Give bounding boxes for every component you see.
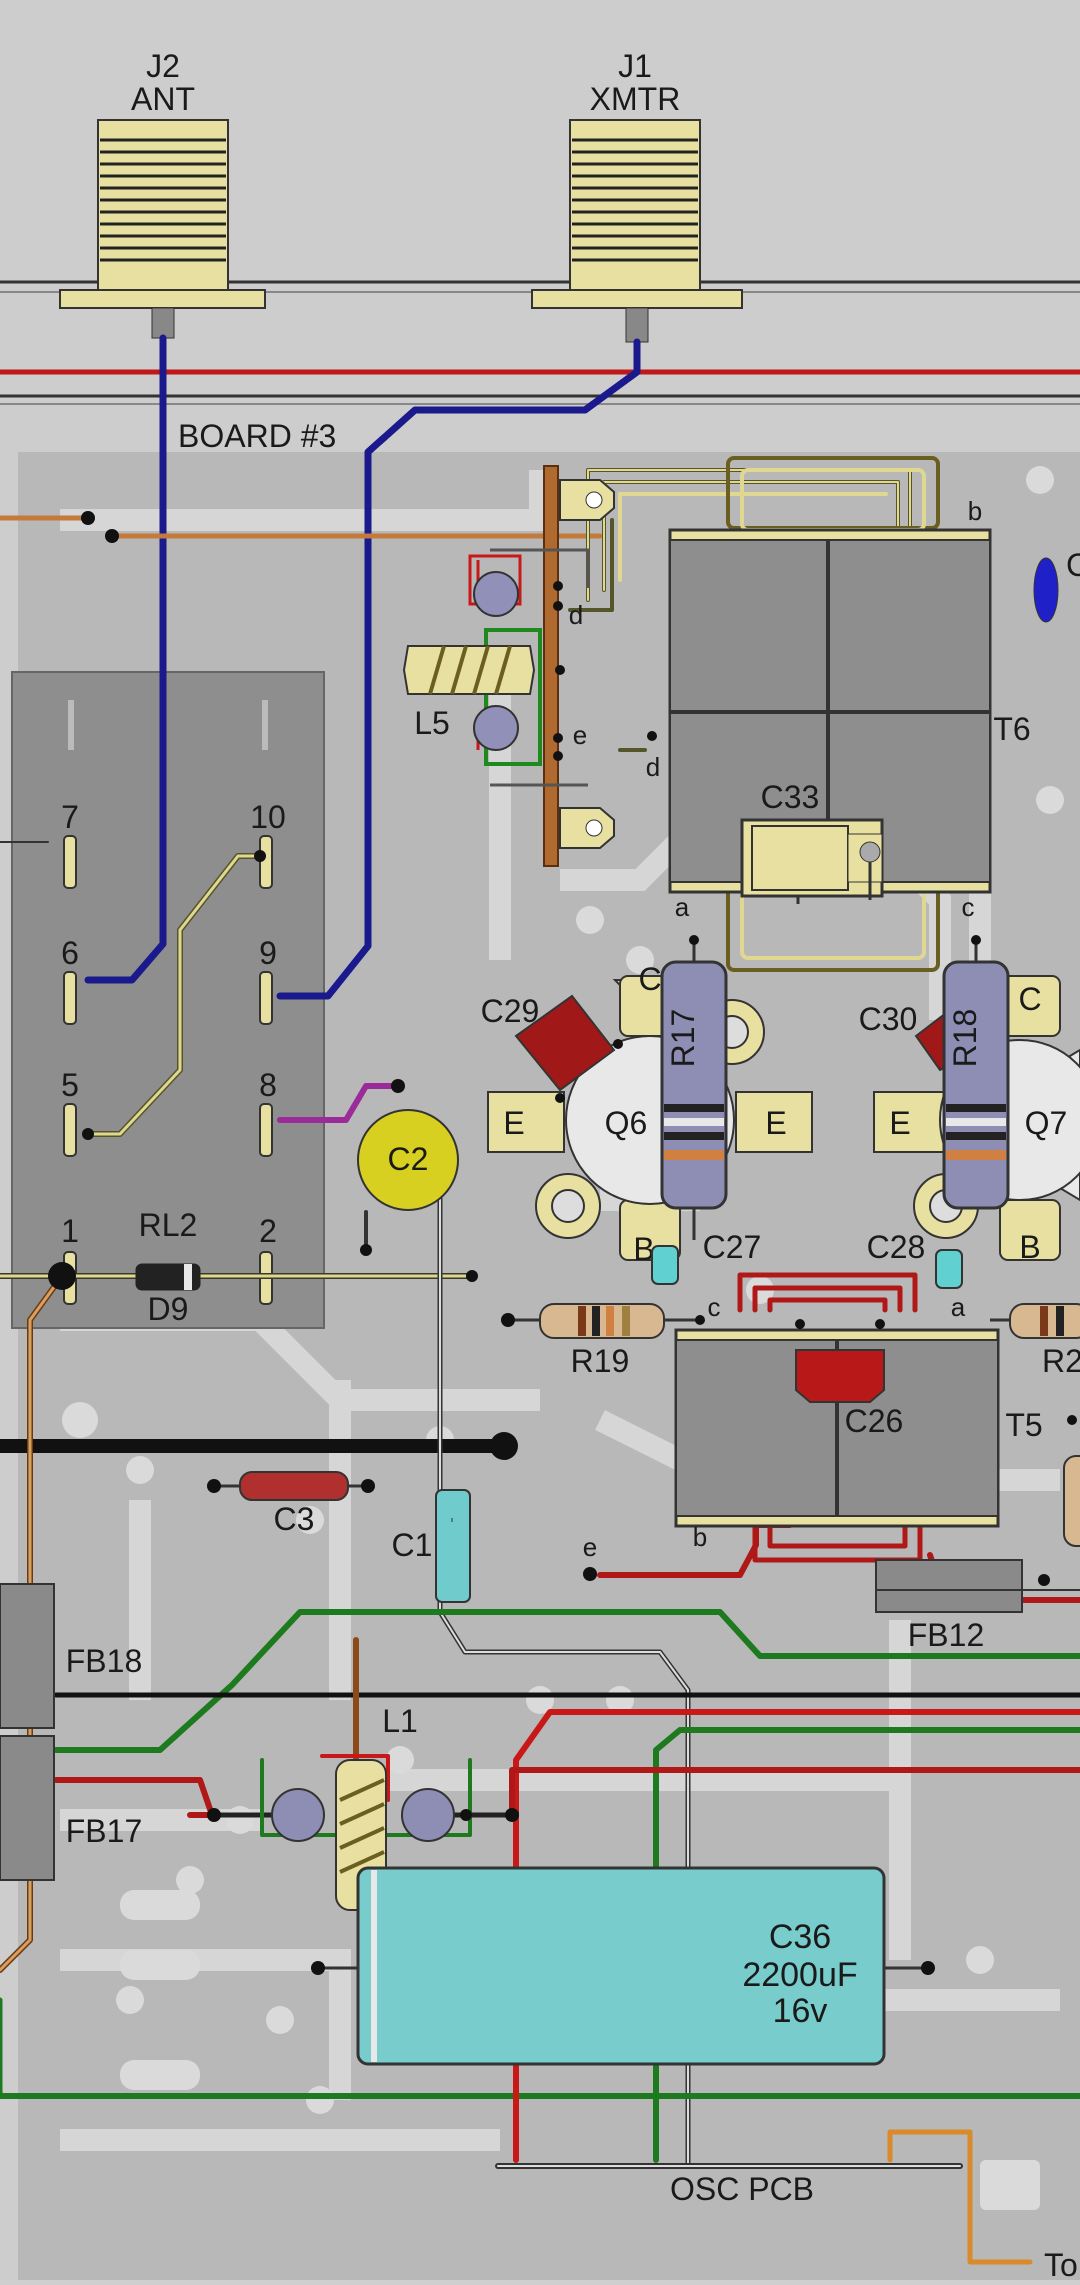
c29-ref: C29 <box>481 993 540 1029</box>
resistor-r17 <box>660 935 728 1240</box>
q6-pin-c: C <box>638 961 661 997</box>
relay-rl2 <box>11 671 325 1329</box>
board-label: BOARD #3 <box>178 418 336 454</box>
l5-ref: L5 <box>414 705 450 741</box>
c33-ref: C33 <box>761 779 820 815</box>
c36-voltage: 16v <box>773 1992 828 2030</box>
t6-ref: T6 <box>993 711 1030 747</box>
q7-pin-b: B <box>1019 1229 1040 1265</box>
l5-pin-e: e <box>573 720 587 750</box>
relay-pin1-junction <box>48 1262 76 1290</box>
relay-pin-7: 7 <box>61 799 79 835</box>
t5-pin-c: c <box>708 1292 721 1322</box>
resistor-r19 <box>501 1303 705 1339</box>
to-label-partial: To <box>1044 2247 1078 2280</box>
relay-pin-6: 6 <box>61 935 79 971</box>
capacitor-c28 <box>935 1249 963 1289</box>
partial-c-ref: C <box>1066 547 1080 583</box>
c28-ref: C28 <box>867 1229 926 1265</box>
relay-ref: RL2 <box>139 1207 198 1243</box>
osc-pcb-label: OSC PCB <box>670 2171 814 2207</box>
fb12-ref: FB12 <box>908 1617 984 1653</box>
relay-pin-5: 5 <box>61 1067 79 1103</box>
r19-ref: R19 <box>571 1343 630 1379</box>
connector-j1 <box>531 119 743 343</box>
right-edge-part <box>1063 1415 1080 1547</box>
capacitor-c36 <box>311 1866 935 2066</box>
diode-ref: D9 <box>148 1291 189 1327</box>
j1-ref: J1 <box>618 48 652 84</box>
l5-pin-d: d <box>569 600 583 630</box>
relay-pin-8: 8 <box>259 1067 277 1103</box>
capacitor-c3 <box>207 1471 375 1501</box>
q7-ref: Q7 <box>1025 1105 1068 1141</box>
q6-pin-b: B <box>633 1231 654 1267</box>
t6-pin-b: b <box>968 496 982 526</box>
ferrite-fb17 <box>0 1735 55 1881</box>
t6-pin-c: c <box>962 892 975 922</box>
fb17-ref: FB17 <box>66 1813 142 1849</box>
c26-ref: C26 <box>845 1403 904 1439</box>
ferrite-fb12 <box>875 1559 1080 1613</box>
relay-pin-1: 1 <box>61 1213 79 1249</box>
t5-pin-b: b <box>693 1522 707 1552</box>
t5-pin-a: a <box>951 1292 966 1322</box>
c1-ref: C1 <box>392 1527 433 1563</box>
q7-pin-e: E <box>889 1105 910 1141</box>
c3-ref: C3 <box>274 1501 315 1537</box>
ferrite-fb18 <box>0 1583 55 1729</box>
inductor-l5 <box>402 465 657 867</box>
capacitor-c33 <box>740 818 884 904</box>
capacitor-c26 <box>795 1349 885 1403</box>
t6-pin-a: a <box>675 892 690 922</box>
relay-pin-10: 10 <box>250 799 286 835</box>
fb18-ref: FB18 <box>66 1643 142 1679</box>
capacitor-partial <box>1033 557 1059 623</box>
q6-pin-e-left: E <box>503 1105 524 1141</box>
resistor-r18 <box>942 935 1010 1210</box>
relay-pin-9: 9 <box>259 935 277 971</box>
connector-j2 <box>59 119 266 339</box>
q6-ref: Q6 <box>605 1105 648 1141</box>
capacitor-c29 <box>514 994 623 1103</box>
capacitor-c2 <box>357 1109 459 1256</box>
j2-ref: J2 <box>146 48 180 84</box>
relay-pin-2: 2 <box>259 1213 277 1249</box>
j2-name: ANT <box>131 81 195 117</box>
q6-pin-e-right: E <box>765 1105 786 1141</box>
l1-ref: L1 <box>382 1703 418 1739</box>
j1-name: XMTR <box>590 81 681 117</box>
c2-ref: C2 <box>388 1141 429 1177</box>
r18-ref: R18 <box>947 1009 983 1068</box>
t6-pin-d: d <box>646 752 660 782</box>
c27-ref: C27 <box>703 1229 762 1265</box>
c36-value: 2200uF <box>742 1956 857 1994</box>
bus-terminal <box>490 1432 518 1460</box>
t5-pin-e-dot <box>583 1567 597 1581</box>
q7-pin-c: C <box>1018 981 1041 1017</box>
c36-ref: C36 <box>769 1918 831 1956</box>
capacitor-c1 <box>435 1489 471 1603</box>
capacitor-c27 <box>651 1245 679 1285</box>
r17-ref: R17 <box>665 1009 701 1068</box>
t5-ref: T5 <box>1005 1407 1042 1443</box>
t5-pin-e: e <box>583 1532 597 1562</box>
diode-d9 <box>135 1263 201 1291</box>
c30-ref: C30 <box>859 1001 918 1037</box>
r2-partial-ref: R2 <box>1042 1343 1080 1379</box>
resistor-r2-partial <box>990 1303 1080 1339</box>
